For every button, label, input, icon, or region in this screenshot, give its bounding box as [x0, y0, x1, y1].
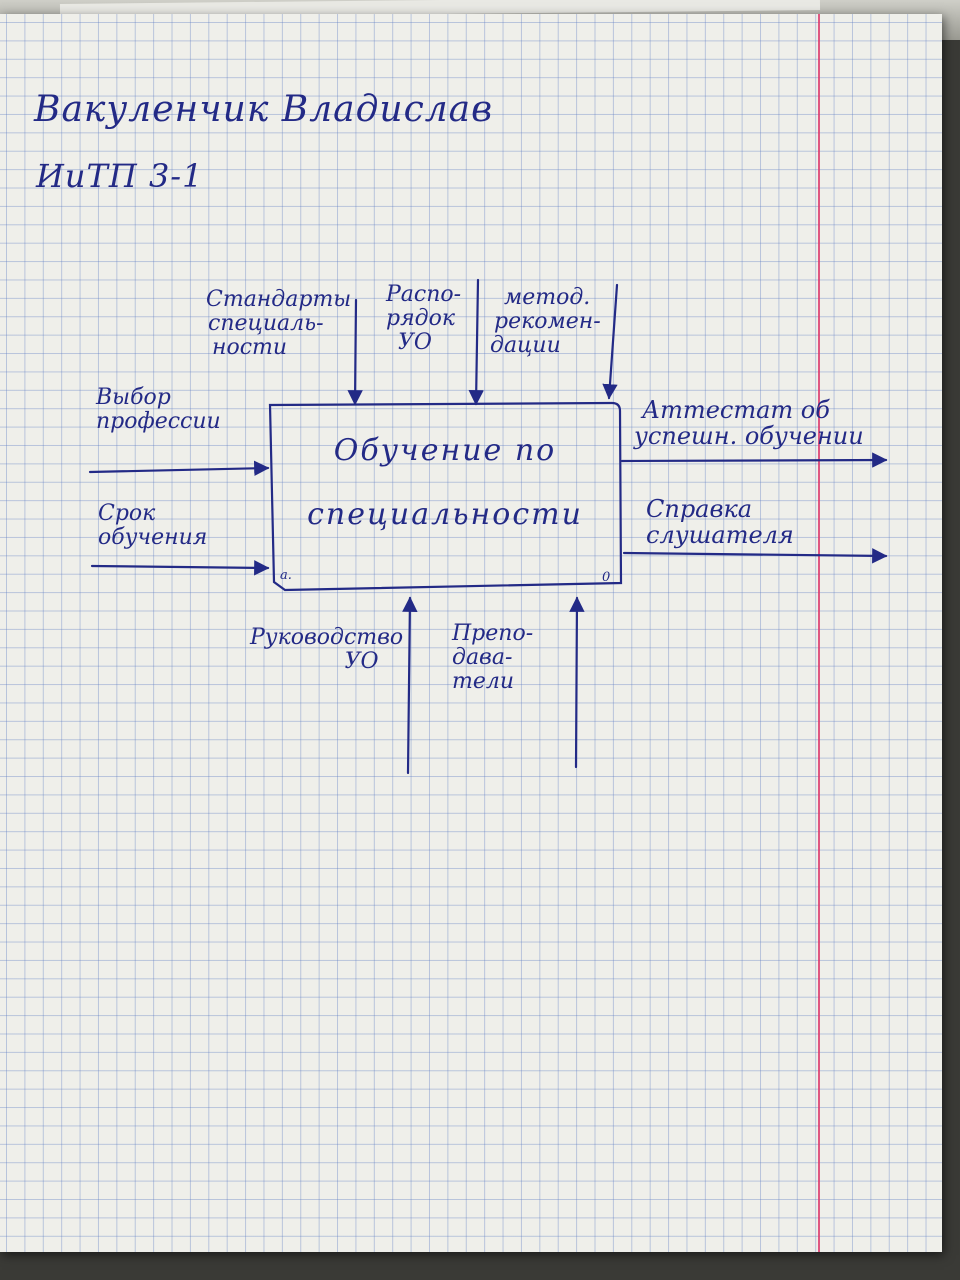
margin-line [818, 14, 820, 1252]
mechanism-label-management: Руководство УО [250, 625, 404, 674]
node-letter: а. [280, 568, 292, 583]
output-label-certificate: Аттестат об успешн. обучении [634, 396, 864, 450]
control-arrow-recommendations [602, 283, 619, 400]
mechanism-label-teachers: Препо- дава- тели [452, 621, 534, 694]
function-title-line1: Обучение по [333, 433, 557, 468]
output-arrow-reference [622, 548, 888, 564]
control-label-standards: Стандарты специаль- ности [206, 287, 352, 360]
function-block [268, 401, 623, 592]
input-label-duration: Срок обучения [98, 501, 208, 550]
mechanism-arrow-management [402, 596, 418, 775]
node-number: 0 [602, 570, 611, 585]
control-label-regulations: Распо- рядок УО [386, 282, 462, 355]
control-label-recommendations: метод. рекомен- дации [490, 285, 601, 358]
output-label-reference: Справка слушателя [646, 495, 794, 549]
author-name: Вакуленчик Владислав [34, 89, 494, 130]
input-label-profession: Выбор профессии [96, 385, 221, 434]
mechanism-arrow-teachers [569, 596, 585, 769]
input-arrow-profession [88, 460, 270, 477]
input-arrow-duration [90, 560, 270, 576]
control-arrow-standards [347, 298, 363, 406]
notebook-page [0, 14, 942, 1252]
control-arrow-regulations [468, 278, 484, 406]
output-arrow-certificate [620, 452, 888, 468]
function-title-line2: специальности [307, 497, 583, 532]
group-label: ИиТП 3-1 [36, 157, 204, 195]
